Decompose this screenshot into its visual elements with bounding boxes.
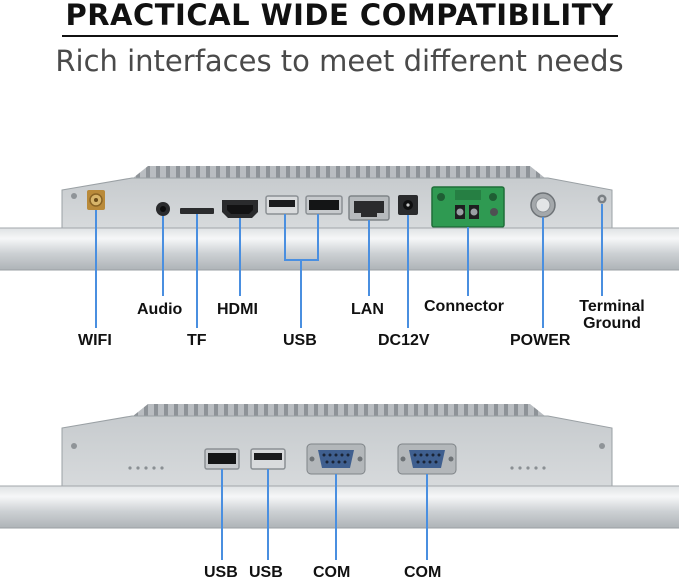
title-underline <box>62 35 618 37</box>
bottom-screw-right <box>599 443 605 449</box>
label-usb-1: USB <box>204 564 238 581</box>
bottom-mounting-rail <box>0 486 679 528</box>
power-button <box>530 192 556 218</box>
hdmi-port <box>222 200 258 218</box>
label-terminal-ground: Terminal Ground <box>566 298 658 332</box>
lan-port <box>348 195 390 221</box>
label-hdmi: HDMI <box>217 301 258 318</box>
label-com-1: COM <box>313 564 351 581</box>
ground-screw <box>597 194 607 204</box>
label-usb: USB <box>283 332 317 349</box>
label-wifi: WIFI <box>78 332 112 349</box>
tf-card-slot <box>180 208 214 214</box>
label-usb-2: USB <box>249 564 283 581</box>
com-port-2 <box>397 443 457 475</box>
wifi-antenna-port <box>87 190 105 210</box>
top-heatsink-fins <box>133 166 545 178</box>
page-title: PRACTICAL WIDE COMPATIBILITY <box>65 0 614 32</box>
top-screw-left <box>71 193 77 199</box>
audio-jack <box>156 202 170 216</box>
indicator-dots-left <box>128 466 164 470</box>
top-mounting-rail <box>0 228 679 270</box>
label-lan: LAN <box>351 301 384 318</box>
usb-ports-top <box>265 195 343 215</box>
label-audio: Audio <box>137 301 183 318</box>
page-subtitle: Rich interfaces to meet different needs <box>55 44 624 78</box>
bottom-screw-left <box>71 443 77 449</box>
label-power: POWER <box>510 332 571 349</box>
top-io-panel <box>0 166 679 271</box>
indicator-dots-right <box>510 466 546 470</box>
label-dc12v: DC12V <box>378 332 430 349</box>
terminal-block-connector <box>431 186 505 228</box>
bottom-callout-lines <box>221 469 428 560</box>
bottom-heatsink-fins <box>133 404 545 416</box>
com-port-1 <box>306 443 366 475</box>
label-terminal-ground-line2: Ground <box>583 315 641 332</box>
label-connector: Connector <box>424 298 504 315</box>
usb-ports-bottom <box>204 448 286 470</box>
bottom-io-panel <box>0 404 679 529</box>
top-callout-lines <box>95 204 603 328</box>
label-com-2: COM <box>404 564 442 581</box>
dc-power-jack <box>398 195 418 215</box>
label-terminal-ground-line1: Terminal <box>579 298 645 315</box>
label-tf: TF <box>187 332 207 349</box>
